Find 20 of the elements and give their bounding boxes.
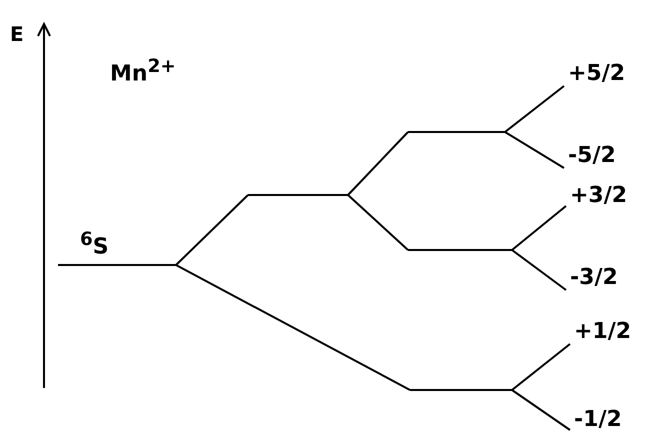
energy-level [58, 232, 176, 266]
transition-line [347, 194, 409, 251]
spin-label: +3/2 [566, 180, 628, 210]
transition-line [504, 131, 565, 169]
spin-label: +5/2 [564, 58, 626, 88]
spin-label: -5/2 [564, 140, 616, 170]
spin-label: +1/2 [570, 316, 632, 346]
ion-label: Mn$^{2+}$ [110, 58, 176, 86]
spin-label: -1/2 [570, 404, 622, 434]
transition-line [175, 194, 249, 266]
spin-label: -3/2 [566, 262, 618, 292]
axis-label: E [10, 24, 24, 44]
transition-line [511, 249, 567, 291]
transition-line [511, 389, 571, 431]
transition-line [176, 264, 410, 391]
term-symbol: $^{6}$S [80, 230, 109, 258]
transition-line [347, 131, 409, 196]
transition-line [511, 205, 567, 251]
transition-line [504, 85, 565, 133]
transition-line [511, 343, 571, 391]
